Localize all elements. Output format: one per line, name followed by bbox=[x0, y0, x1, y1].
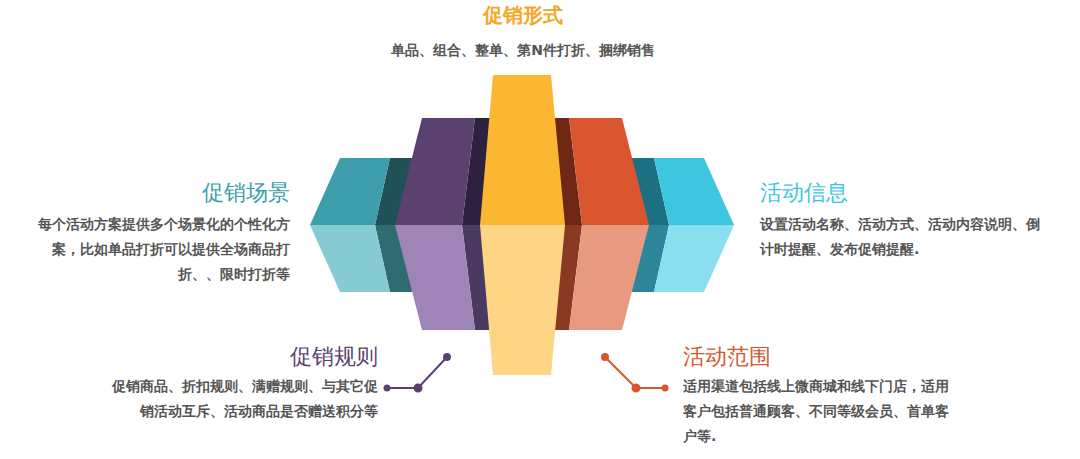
section-heading: 促销场景 bbox=[202, 178, 290, 208]
section-heading: 促销规则 bbox=[290, 342, 378, 372]
section-heading: 促销形式 bbox=[483, 2, 563, 29]
section-text: 单品、组合、整单、第N件打折、捆绑销售 bbox=[391, 38, 655, 63]
section-text: 适用渠道包括线上微商城和线下门店，适用客户包括普通顾客、不同等级会员、首单客户等… bbox=[683, 374, 955, 449]
leader-line bbox=[385, 354, 451, 392]
orange-column bbox=[480, 75, 565, 375]
section-text: 设置活动名称、活动方式、活动内容说明、倒计时提醒、发布促销提醒. bbox=[760, 212, 1050, 262]
leader-line bbox=[602, 354, 668, 392]
section-heading: 活动信息 bbox=[760, 178, 848, 208]
section-heading: 活动范围 bbox=[683, 342, 771, 372]
section-text: 每个活动方案提供多个场景化的个性化方案，比如单品打折可以提供全场商品打折、、限时… bbox=[22, 212, 290, 287]
section-text: 促销商品、折扣规则、满赠规则、与其它促销活动互斥、活动商品是否赠送积分等 bbox=[103, 374, 378, 424]
